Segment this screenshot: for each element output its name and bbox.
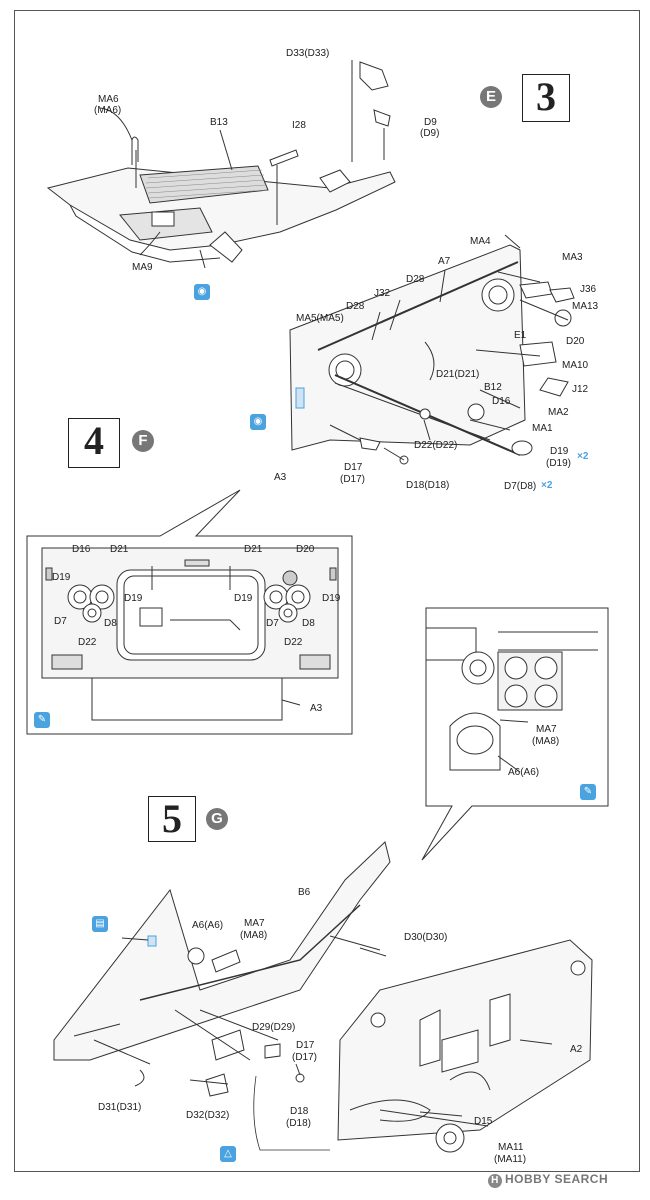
bolt-icon: ◉ — [194, 284, 210, 300]
label-d16: D16 — [72, 544, 91, 555]
label-j32: J32 — [374, 288, 391, 299]
watermark-text: HOBBY SEARCH — [505, 1172, 609, 1186]
label-d22: D22(D22) — [414, 440, 458, 451]
label-d28-right: D28 — [406, 274, 425, 285]
paint-brush-icon: ✎ — [34, 712, 50, 728]
label-d7-right: D7 — [266, 618, 279, 629]
label-d7: D7(D8) — [504, 481, 537, 492]
bolt-icon: ◉ — [250, 414, 266, 430]
label-b6: B6 — [298, 887, 311, 898]
label-a3: A3 — [310, 703, 323, 714]
label-ma11-alt: (MA11) — [494, 1154, 527, 1165]
label-ma7: MA7 — [536, 724, 557, 735]
label-a6: A6(A6) — [508, 767, 540, 778]
label-d32: D32(D32) — [186, 1110, 230, 1121]
multiplier-d19: ×2 — [577, 451, 589, 462]
label-ma5: MA5(MA5) — [296, 313, 344, 324]
label-d19-left-inner: D19 — [124, 593, 143, 604]
label-ma7: MA7 — [244, 918, 265, 929]
step4-number: 4 — [68, 418, 120, 468]
label-d22-right: D22 — [284, 637, 303, 648]
label-e1: E1 — [514, 330, 527, 341]
label-d15: D15 — [474, 1116, 493, 1127]
label-d18: D18 — [290, 1106, 309, 1117]
label-d19: D19 — [550, 446, 569, 457]
step5-subassembly-badge: G — [206, 808, 228, 830]
label-a2: A2 — [570, 1044, 583, 1055]
watermark-logo-icon: H — [488, 1174, 502, 1188]
label-d8-right: D8 — [302, 618, 315, 629]
page-frame — [14, 10, 640, 1172]
label-d17-alt: (D17) — [292, 1052, 318, 1063]
label-b12: B12 — [484, 382, 502, 393]
paint-brush-icon: ✎ — [580, 784, 596, 800]
label-ma10: MA10 — [562, 360, 589, 371]
multiplier-d7: ×2 — [541, 480, 553, 491]
label-ma9: MA9 — [132, 262, 153, 273]
label-d21-left: D21 — [110, 544, 129, 555]
label-ma1: MA1 — [532, 423, 553, 434]
label-d22-left: D22 — [78, 637, 97, 648]
label-a7: A7 — [438, 256, 451, 267]
label-d18: D18(D18) — [406, 480, 450, 491]
label-d17: D17 — [296, 1040, 315, 1051]
label-a6: A6(A6) — [192, 920, 224, 931]
label-d16: D16 — [492, 396, 511, 407]
label-d9-alt: (D9) — [420, 128, 440, 139]
label-j36: J36 — [580, 284, 597, 295]
label-d31: D31(D31) — [98, 1102, 142, 1113]
step3-number: 3 — [522, 74, 570, 122]
label-d17: D17 — [344, 462, 363, 473]
label-ma6: MA6 — [98, 94, 119, 105]
label-d20: D20 — [566, 336, 585, 347]
label-d9: D9 — [424, 117, 437, 128]
label-d7-left: D7 — [54, 616, 67, 627]
photo-etch-icon: ▤ — [92, 916, 108, 932]
step3-subassembly-badge: E — [480, 86, 502, 108]
label-ma4: MA4 — [470, 236, 491, 247]
label-d21: D21(D21) — [436, 369, 480, 380]
label-d28-left: D28 — [346, 301, 365, 312]
drill-icon: △ — [220, 1146, 236, 1162]
label-ma13: MA13 — [572, 301, 599, 312]
label-d19-alt: (D19) — [546, 458, 572, 469]
label-ma6-alt: (MA6) — [94, 105, 122, 116]
label-ma8: (MA8) — [532, 736, 560, 747]
label-d17-alt: (D17) — [340, 474, 366, 485]
label-j12: J12 — [572, 384, 589, 395]
label-ma2: MA2 — [548, 407, 569, 418]
label-a3: A3 — [274, 472, 287, 483]
label-d19-right-inner: D19 — [234, 593, 253, 604]
label-d19-left-outer: D19 — [52, 572, 71, 583]
label-d19-right-outer: D19 — [322, 593, 341, 604]
label-d29: D29(D29) — [252, 1022, 296, 1033]
step4-subassembly-badge: F — [132, 430, 154, 452]
label-d30: D30(D30) — [404, 932, 448, 943]
label-b13: B13 — [210, 117, 228, 128]
label-d8-left: D8 — [104, 618, 117, 629]
label-ma11: MA11 — [498, 1142, 524, 1153]
label-d21-right: D21 — [244, 544, 263, 555]
label-d18-alt: (D18) — [286, 1118, 312, 1129]
label-ma8: (MA8) — [240, 930, 268, 941]
step5-number: 5 — [148, 796, 196, 842]
label-i28: I28 — [292, 120, 306, 131]
label-d20-right: D20 — [296, 544, 315, 555]
label-d33: D33(D33) — [286, 48, 330, 59]
label-ma3: MA3 — [562, 252, 583, 263]
